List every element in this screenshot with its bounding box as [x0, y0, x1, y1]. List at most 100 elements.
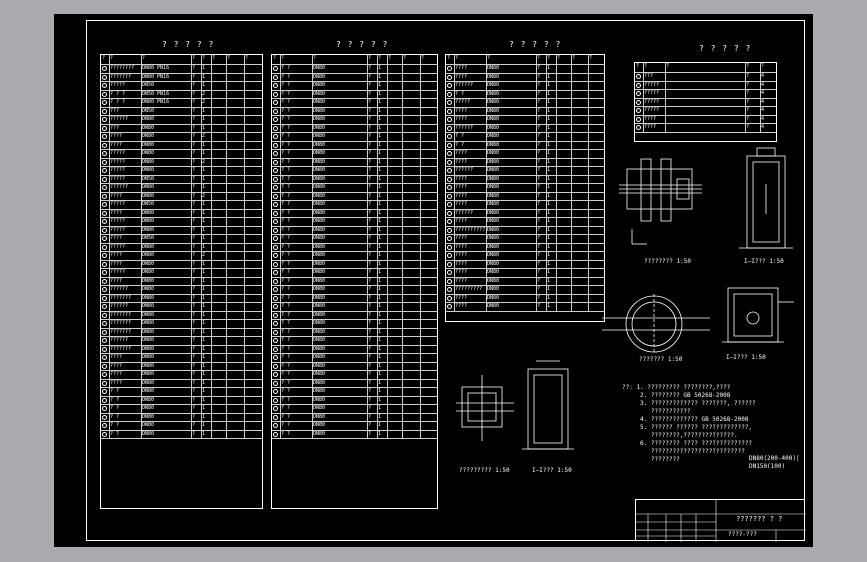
column-divider — [141, 141, 142, 149]
column-divider — [367, 90, 368, 98]
table-row: ??????DN80?1 — [446, 167, 604, 176]
column-divider — [312, 201, 313, 209]
table-cell: ????? — [110, 201, 126, 207]
column-divider — [454, 294, 455, 302]
column-divider — [486, 243, 487, 251]
column-divider — [191, 192, 192, 200]
column-divider — [571, 55, 572, 64]
table-cell: ? — [368, 116, 372, 122]
item-number-circle-icon — [447, 74, 452, 80]
column-divider — [201, 150, 202, 158]
table-cell — [402, 346, 420, 354]
table-header-cell: ? — [102, 55, 106, 61]
table-cell: 1 — [547, 124, 551, 131]
table-cell — [387, 286, 402, 294]
column-divider — [109, 90, 110, 98]
column-divider — [571, 158, 572, 166]
table-cell: 1 — [547, 141, 551, 148]
column-divider — [244, 413, 245, 421]
column-divider — [745, 73, 746, 81]
table-cell — [244, 405, 262, 413]
table-cell: 1 — [378, 65, 382, 71]
column-divider — [201, 345, 202, 353]
table-cell: 1 — [202, 320, 206, 326]
column-divider — [109, 337, 110, 345]
table-cell — [588, 108, 604, 116]
table-cell: ? — [192, 82, 196, 88]
table-cell: 2 — [202, 192, 206, 199]
column-divider — [211, 371, 212, 379]
table-cell: ? ? — [281, 124, 291, 131]
table-cell — [387, 354, 402, 362]
table-row: ? ?DN80?1 — [272, 235, 437, 244]
note-line: ????????,??????????????. — [622, 432, 738, 439]
table-cell — [588, 261, 604, 269]
column-divider — [387, 192, 388, 200]
column-divider — [244, 303, 245, 311]
item-number-circle-icon — [447, 134, 452, 139]
table-cell: DN80 — [487, 252, 500, 258]
column-divider — [244, 73, 245, 81]
table-cell — [571, 269, 588, 277]
table-cell: ?????? — [110, 303, 129, 309]
column-divider — [191, 65, 192, 73]
table-cell — [387, 159, 402, 167]
drawing-canvas[interactable]: ? ? ? ? ? ? ? ? ? ? ? ? ? ? ? ? ? ? ? ? … — [54, 14, 813, 547]
table-cell — [402, 371, 420, 379]
column-divider — [244, 218, 245, 226]
item-number-circle-icon — [102, 304, 107, 309]
table-cell — [571, 150, 588, 158]
column-divider — [588, 175, 589, 183]
column-divider — [546, 55, 547, 64]
column-divider — [387, 65, 388, 73]
column-divider — [109, 235, 110, 243]
column-divider — [109, 388, 110, 396]
column-divider — [387, 73, 388, 81]
column-divider — [367, 430, 368, 438]
column-divider — [141, 175, 142, 183]
column-divider — [201, 133, 202, 141]
table-cell: ???? — [455, 260, 468, 267]
column-divider — [546, 209, 547, 217]
column-divider — [244, 107, 245, 115]
column-divider — [420, 371, 421, 379]
column-divider — [454, 192, 455, 200]
table-cell — [226, 91, 244, 99]
table-cell: ? — [368, 286, 372, 292]
column-divider — [244, 158, 245, 166]
column-divider — [367, 99, 368, 107]
table-cell: ? ? — [281, 354, 291, 360]
column-divider — [244, 286, 245, 294]
caption-section-a: I—I??? 1:50 — [744, 258, 784, 265]
table-cell: 1 — [202, 286, 206, 292]
table-cell: DN80 — [142, 396, 155, 403]
table-cell: 1 — [202, 124, 206, 131]
column-divider — [588, 269, 589, 277]
column-divider — [402, 303, 403, 311]
table-cell — [244, 150, 262, 158]
table-cell: ???? — [455, 175, 468, 182]
table-cell — [226, 431, 244, 439]
column-divider — [211, 82, 212, 90]
table-cell — [226, 210, 244, 218]
column-divider — [571, 107, 572, 115]
item-number-circle-icon — [273, 193, 278, 199]
column-divider — [536, 99, 537, 107]
table-cell: DN80 — [313, 388, 326, 394]
table-cell — [556, 235, 571, 243]
table-cell: ? — [192, 260, 196, 267]
column-divider — [377, 269, 378, 277]
table-cell — [226, 244, 244, 252]
table-cell: 1 — [547, 286, 551, 292]
column-divider — [201, 175, 202, 183]
column-divider — [420, 320, 421, 328]
column-divider — [546, 192, 547, 200]
table-cell: ? — [192, 277, 196, 284]
item-number-circle-icon — [273, 202, 278, 207]
column-divider — [546, 90, 547, 98]
title-block: ??????? ? ? ????-??? — [635, 499, 806, 542]
table-cell: ? — [192, 209, 196, 216]
title-block-subtitle: ????-??? — [728, 531, 757, 538]
table-row: ???DN50?1 — [101, 107, 262, 116]
column-divider — [387, 269, 388, 277]
